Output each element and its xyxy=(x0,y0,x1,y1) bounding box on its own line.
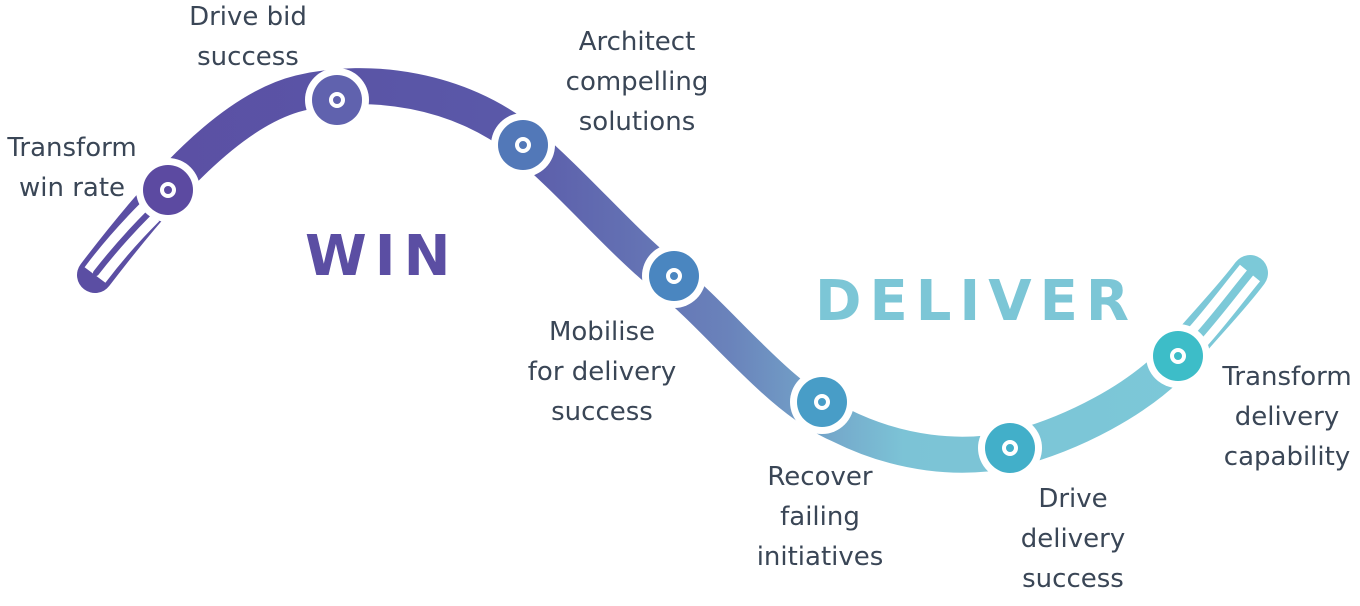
step-label-line: delivery xyxy=(1021,524,1125,554)
step-label-line: capability xyxy=(1224,442,1350,472)
step-label-6: Drive delivery success xyxy=(1021,484,1125,594)
node-circle xyxy=(985,423,1035,473)
node-circle xyxy=(797,377,847,427)
step-label-4: Mobilise for delivery success xyxy=(528,317,676,427)
step-label-2: Drive bid success xyxy=(189,2,307,72)
step-label-line: Drive bid xyxy=(189,2,307,32)
step-label-line: for delivery xyxy=(528,357,676,387)
node-center-dot xyxy=(329,92,345,108)
wave-tail-right-thin xyxy=(1191,269,1254,344)
step-label-line: compelling xyxy=(566,67,709,97)
step-node-3 xyxy=(491,113,555,177)
node-center-dot xyxy=(814,394,830,410)
node-center-dot xyxy=(666,268,682,284)
step-nodes xyxy=(136,68,1210,480)
step-label-line: initiatives xyxy=(757,542,884,572)
step-label-line: failing xyxy=(780,502,860,532)
phase-win: WIN xyxy=(305,224,458,289)
node-circle xyxy=(498,120,548,170)
node-circle xyxy=(312,75,362,125)
wave-tail-left-thin xyxy=(93,209,153,276)
step-node-4 xyxy=(642,244,706,308)
step-node-7 xyxy=(1146,324,1210,388)
step-label-line: delivery xyxy=(1235,402,1339,432)
node-circle xyxy=(143,165,193,215)
step-node-6 xyxy=(978,416,1042,480)
step-label-line: Recover xyxy=(767,462,872,492)
step-label-line: win rate xyxy=(19,173,125,203)
step-labels: Transform win rate Drive bid success Archite… xyxy=(6,2,1351,594)
step-label-7: Transform delivery capability xyxy=(1221,362,1351,472)
step-node-5 xyxy=(790,370,854,434)
step-node-1 xyxy=(136,158,200,222)
step-label-line: success xyxy=(197,42,299,72)
step-label-5: Recover failing initiatives xyxy=(757,462,884,572)
phase-deliver: DELIVER xyxy=(815,269,1137,334)
node-center-dot xyxy=(515,137,531,153)
node-center-dot xyxy=(160,182,176,198)
node-center-dot xyxy=(1170,348,1186,364)
step-node-2 xyxy=(305,68,369,132)
node-center-dot xyxy=(1002,440,1018,456)
node-circle xyxy=(1153,331,1203,381)
step-label-line: success xyxy=(1022,564,1124,594)
step-label-line: Transform xyxy=(6,133,136,163)
wave-path xyxy=(77,68,1268,473)
step-label-line: Drive xyxy=(1038,484,1107,514)
step-label-1: Transform win rate xyxy=(6,133,136,203)
step-label-line: Transform xyxy=(1221,362,1351,392)
step-label-line: success xyxy=(551,397,653,427)
step-label-line: Architect xyxy=(579,27,696,57)
step-label-line: Mobilise xyxy=(549,317,655,347)
step-label-line: solutions xyxy=(579,107,696,137)
node-circle xyxy=(649,251,699,301)
step-label-3: Architect compelling solutions xyxy=(566,27,709,137)
